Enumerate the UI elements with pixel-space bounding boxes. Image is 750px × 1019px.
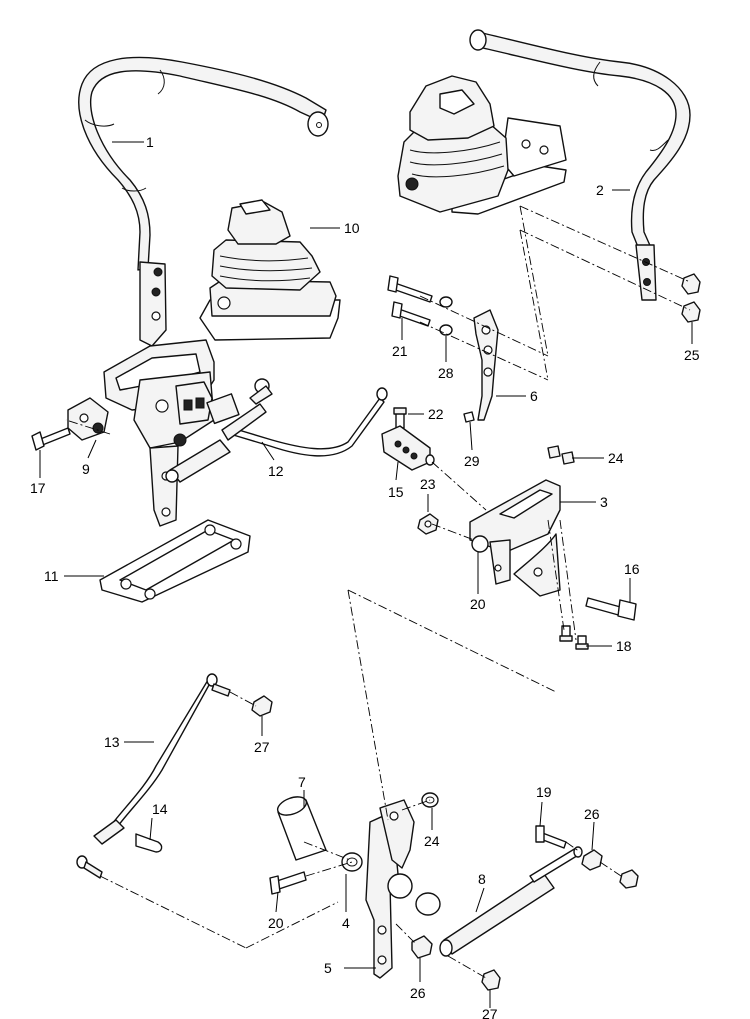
callout-22: 22 bbox=[428, 406, 444, 422]
callout-5: 5 bbox=[324, 960, 332, 976]
callout-18: 18 bbox=[616, 638, 632, 654]
bolt-17 bbox=[31, 427, 71, 451]
left-shifter-assembly bbox=[103, 339, 240, 527]
callout-15: 15 bbox=[388, 484, 404, 500]
nut-right-end bbox=[619, 869, 639, 889]
nut-27-lower bbox=[481, 969, 501, 991]
callout-2: 2 bbox=[596, 182, 604, 198]
callout-labels: 1 2 3 4 5 6 7 8 9 10 11 12 13 14 15 16 1… bbox=[30, 134, 700, 1019]
connection-lines bbox=[65, 205, 691, 979]
bracket-9 bbox=[67, 397, 109, 441]
mounting-plate-11 bbox=[99, 519, 251, 603]
callout-4: 4 bbox=[342, 915, 350, 931]
arm-5 bbox=[365, 799, 441, 979]
callout-20-upper: 20 bbox=[470, 596, 486, 612]
clip-14 bbox=[135, 833, 163, 853]
callout-24-lower: 24 bbox=[424, 833, 440, 849]
callout-1: 1 bbox=[146, 134, 154, 150]
callout-10: 10 bbox=[344, 220, 360, 236]
callout-27-upper: 27 bbox=[254, 739, 270, 755]
gas-strut-8 bbox=[439, 846, 583, 957]
bolt-19 bbox=[535, 825, 567, 849]
callout-25: 25 bbox=[684, 347, 700, 363]
nut-27-upper bbox=[251, 695, 273, 717]
lever-6 bbox=[473, 309, 499, 421]
nut-26-right bbox=[581, 849, 603, 871]
callout-20-lower: 20 bbox=[268, 915, 284, 931]
block-15 bbox=[381, 425, 435, 471]
callout-leaders bbox=[39, 141, 693, 1008]
washer-28 bbox=[439, 296, 453, 336]
callout-6: 6 bbox=[530, 388, 538, 404]
callout-26-lower: 26 bbox=[410, 985, 426, 1001]
callout-12: 12 bbox=[268, 463, 284, 479]
clip-29 bbox=[463, 411, 475, 423]
bolt-21-lower bbox=[391, 301, 431, 327]
callout-7: 7 bbox=[298, 774, 306, 790]
nut-24-upper bbox=[547, 445, 575, 465]
callout-19: 19 bbox=[536, 784, 552, 800]
callout-3: 3 bbox=[600, 494, 608, 510]
bushing-4 bbox=[341, 852, 363, 872]
callout-9: 9 bbox=[82, 461, 90, 477]
callout-11: 11 bbox=[44, 568, 59, 584]
callout-13: 13 bbox=[104, 734, 120, 750]
callout-26-right: 26 bbox=[584, 806, 600, 822]
bolt-20-lower bbox=[269, 871, 307, 895]
bolt-16 bbox=[585, 597, 637, 621]
callout-23: 23 bbox=[420, 476, 436, 492]
linkage-rod-12 bbox=[165, 378, 388, 483]
linkage-rod-13 bbox=[76, 673, 231, 879]
callout-17: 17 bbox=[30, 480, 46, 496]
left-control-handle bbox=[78, 56, 329, 347]
callout-28: 28 bbox=[438, 365, 454, 381]
callout-16: 16 bbox=[624, 561, 640, 577]
callout-29: 29 bbox=[464, 453, 480, 469]
bracket-3 bbox=[469, 479, 561, 597]
callout-14: 14 bbox=[152, 801, 168, 817]
right-control-handle bbox=[469, 29, 691, 301]
callout-27-lower: 27 bbox=[482, 1006, 498, 1019]
callout-21: 21 bbox=[392, 343, 408, 359]
callout-8: 8 bbox=[478, 871, 486, 887]
nut-23 bbox=[417, 513, 439, 535]
spacer-7 bbox=[276, 796, 327, 861]
screw-22 bbox=[393, 407, 407, 429]
left-shifter-boot bbox=[199, 199, 341, 341]
nut-26-lower bbox=[411, 935, 433, 959]
right-shifter-boot bbox=[397, 75, 567, 215]
callout-24-upper: 24 bbox=[608, 450, 624, 466]
nuts-25 bbox=[681, 273, 701, 323]
